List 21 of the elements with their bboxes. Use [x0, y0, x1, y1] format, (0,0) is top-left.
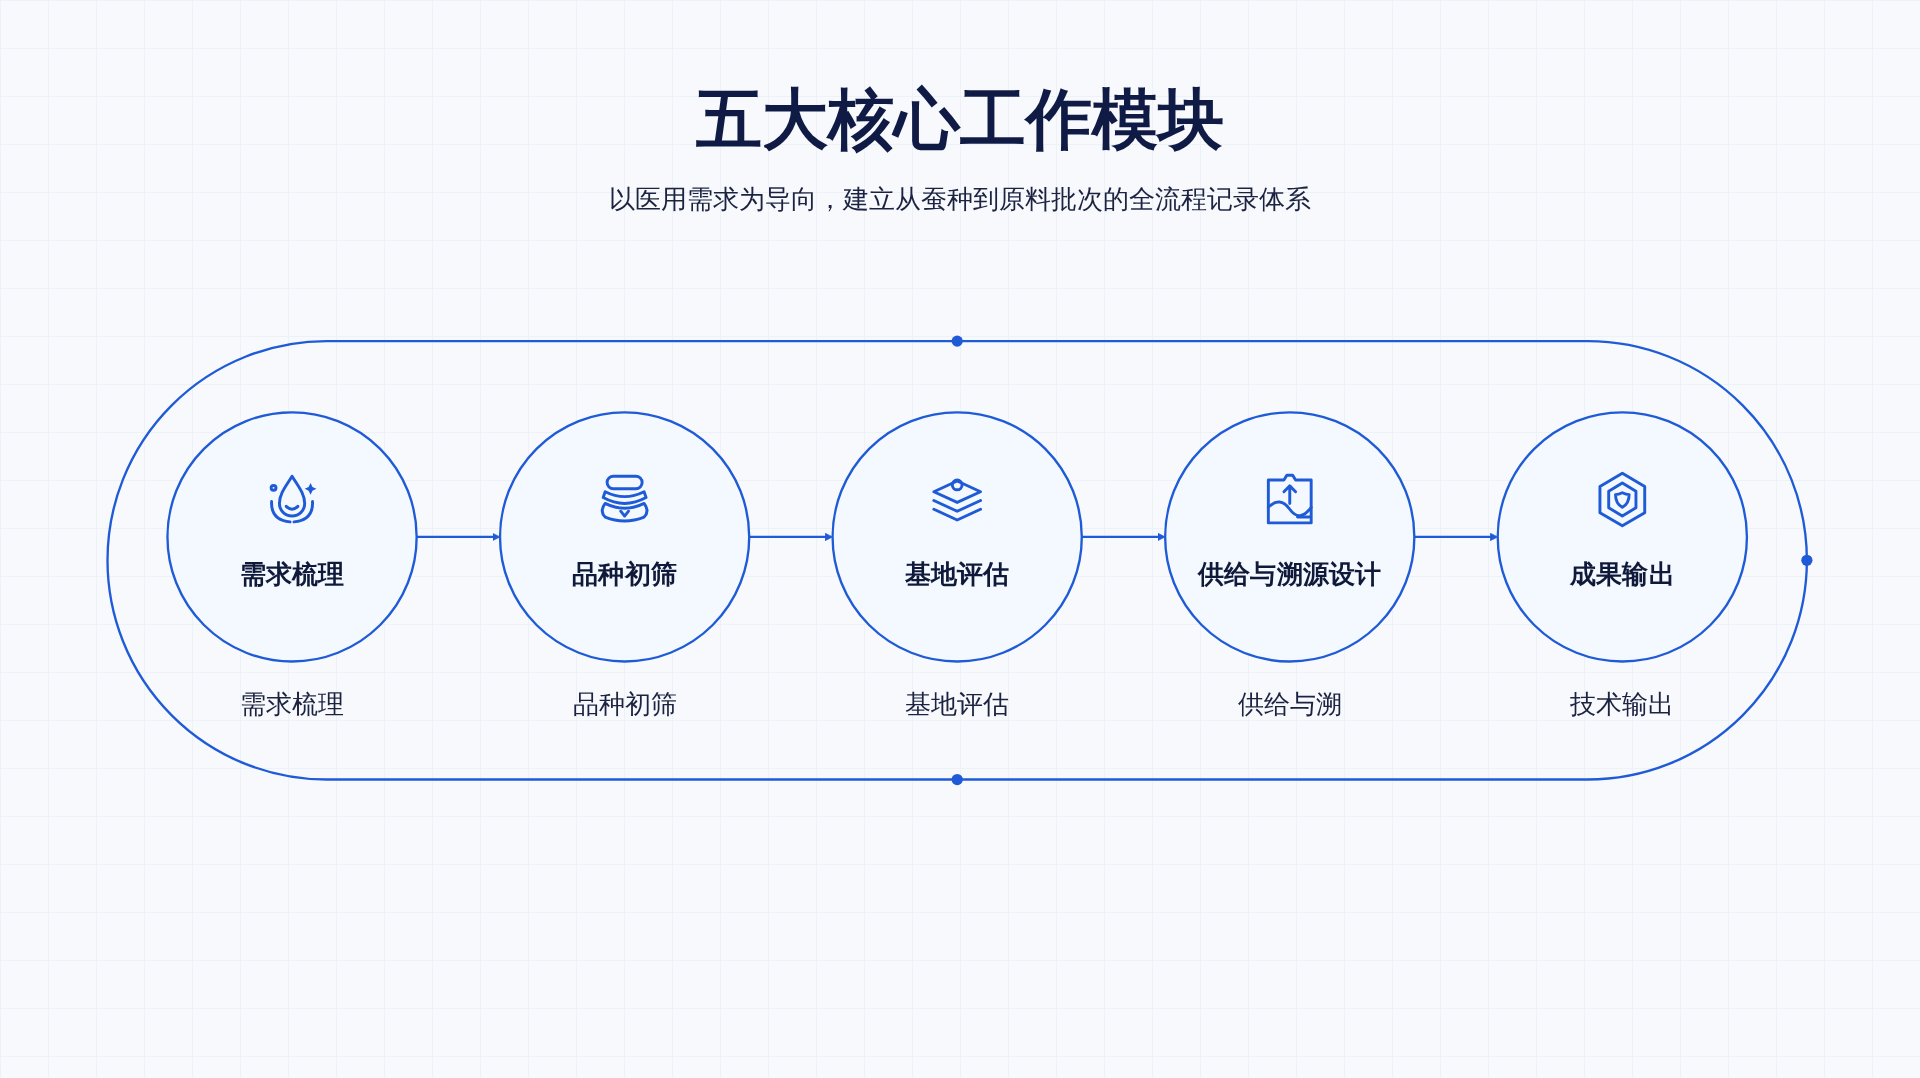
arrow	[1414, 532, 1499, 541]
step-circle	[1496, 410, 1749, 663]
step-title: 需求梳理	[239, 558, 345, 589]
step-circle	[831, 410, 1083, 663]
subtitle: 以医用需求为导向，建立从蚕种到原料批次的全流程记录体系	[609, 183, 1311, 217]
step-circle	[498, 410, 751, 663]
step-title: 供给与溯源设计	[1197, 558, 1382, 589]
step-title: 基地评估	[904, 558, 1010, 589]
step-circle	[1164, 410, 1416, 663]
step-title: 成果输出	[1569, 558, 1675, 589]
title: 五大核心工作模块	[696, 80, 1224, 160]
step-circle	[166, 410, 418, 663]
arrow	[416, 532, 501, 541]
arrow	[1081, 532, 1166, 541]
step-caption: 供给与溯	[1237, 688, 1342, 719]
step-caption: 技术输出	[1570, 688, 1675, 719]
step-caption: 需求梳理	[240, 688, 345, 719]
step-title: 品种初筛	[572, 558, 678, 589]
step-caption: 基地评估	[905, 688, 1010, 719]
step-caption: 品种初筛	[572, 688, 677, 719]
arrow	[749, 532, 833, 541]
